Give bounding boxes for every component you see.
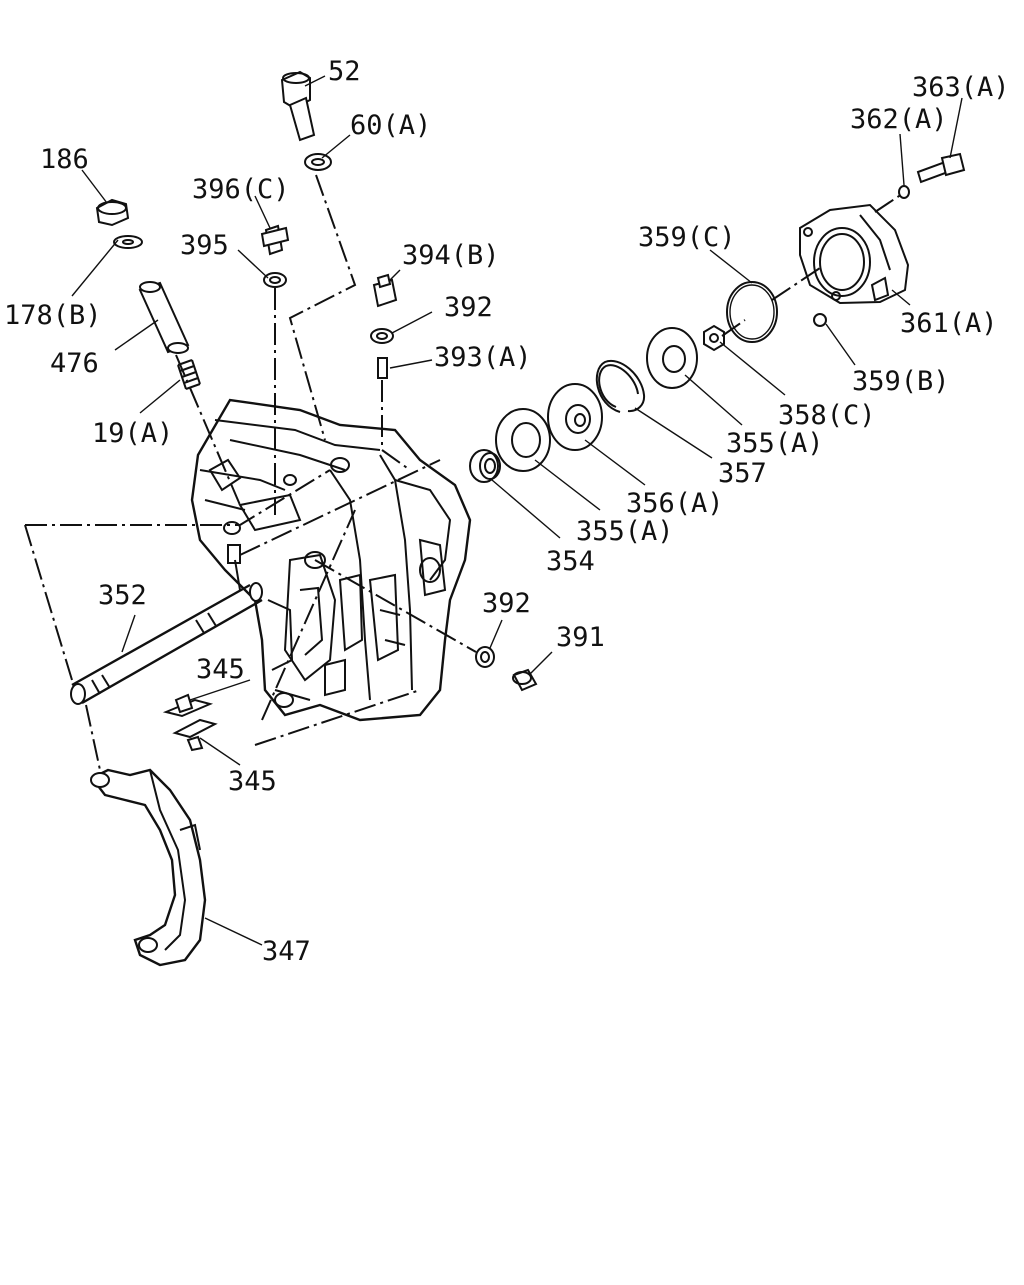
callout-363a: 363(A) [912,72,1010,103]
callout-352: 352 [98,580,147,611]
callout-392-bottom: 392 [482,588,531,619]
bearing-356a [547,383,603,451]
callout-345-lower: 345 [228,766,277,797]
callout-395: 395 [180,230,229,261]
callout-394b: 394(B) [402,240,500,271]
snap-ring-357 [595,359,646,413]
callout-19a: 19(A) [92,418,173,449]
callout-labels: 52 60(A) 186 396(C) 395 394(B) 392 393(A… [4,56,1010,967]
callout-345-upper: 345 [196,654,245,685]
plug-391 [512,668,538,692]
callout-356a: 356(A) [626,488,724,519]
callout-186: 186 [40,144,89,175]
seal-354 [469,449,501,483]
callout-347: 347 [262,936,311,967]
bolt-363a [916,152,966,184]
washer-178b [113,235,143,249]
callout-60a: 60(A) [350,110,431,141]
pin-393a [377,357,388,379]
shift-fork-347 [90,768,207,967]
callout-52: 52 [328,56,361,87]
washer-362a [898,185,910,199]
o-ring-359b [813,313,827,327]
callout-355a-outer: 355(A) [726,428,824,459]
callout-392-top: 392 [444,292,493,323]
bolt-345-lower [172,718,218,752]
spring-19a [177,359,201,390]
washer-395 [263,272,287,288]
nut-358c [703,324,725,352]
callout-355a-inner: 355(A) [576,516,674,547]
callout-358c: 358(C) [778,400,876,431]
leader-lines [71,75,963,946]
callout-476: 476 [50,348,99,379]
callout-354: 354 [546,546,595,577]
cover-361a [799,203,910,305]
callout-396c: 396(C) [192,174,290,205]
o-ring-359c [726,281,778,343]
bolt-52 [280,70,316,142]
washer-392-top [370,328,394,344]
switch-394b [372,273,398,308]
washer-355a-outer [646,327,698,389]
washer-392-bottom [475,646,495,668]
switch-396c [260,224,290,256]
callout-357: 357 [718,458,767,489]
washer-355a-inner [495,408,551,472]
callout-359b: 359(B) [852,366,950,397]
shift-rod-352 [70,582,263,705]
bolt-345-upper [162,693,214,718]
callout-362a: 362(A) [850,104,948,135]
transmission-case [190,398,472,722]
callout-359c: 359(C) [638,222,736,253]
assembly-lines [24,174,903,771]
callout-361a: 361(A) [900,308,998,339]
washer-60a [304,153,332,171]
callout-393a: 393(A) [434,342,532,373]
callout-178b: 178(B) [4,300,102,331]
sleeve-476 [138,281,190,354]
plug-186 [95,198,130,227]
callout-391: 391 [556,622,605,653]
